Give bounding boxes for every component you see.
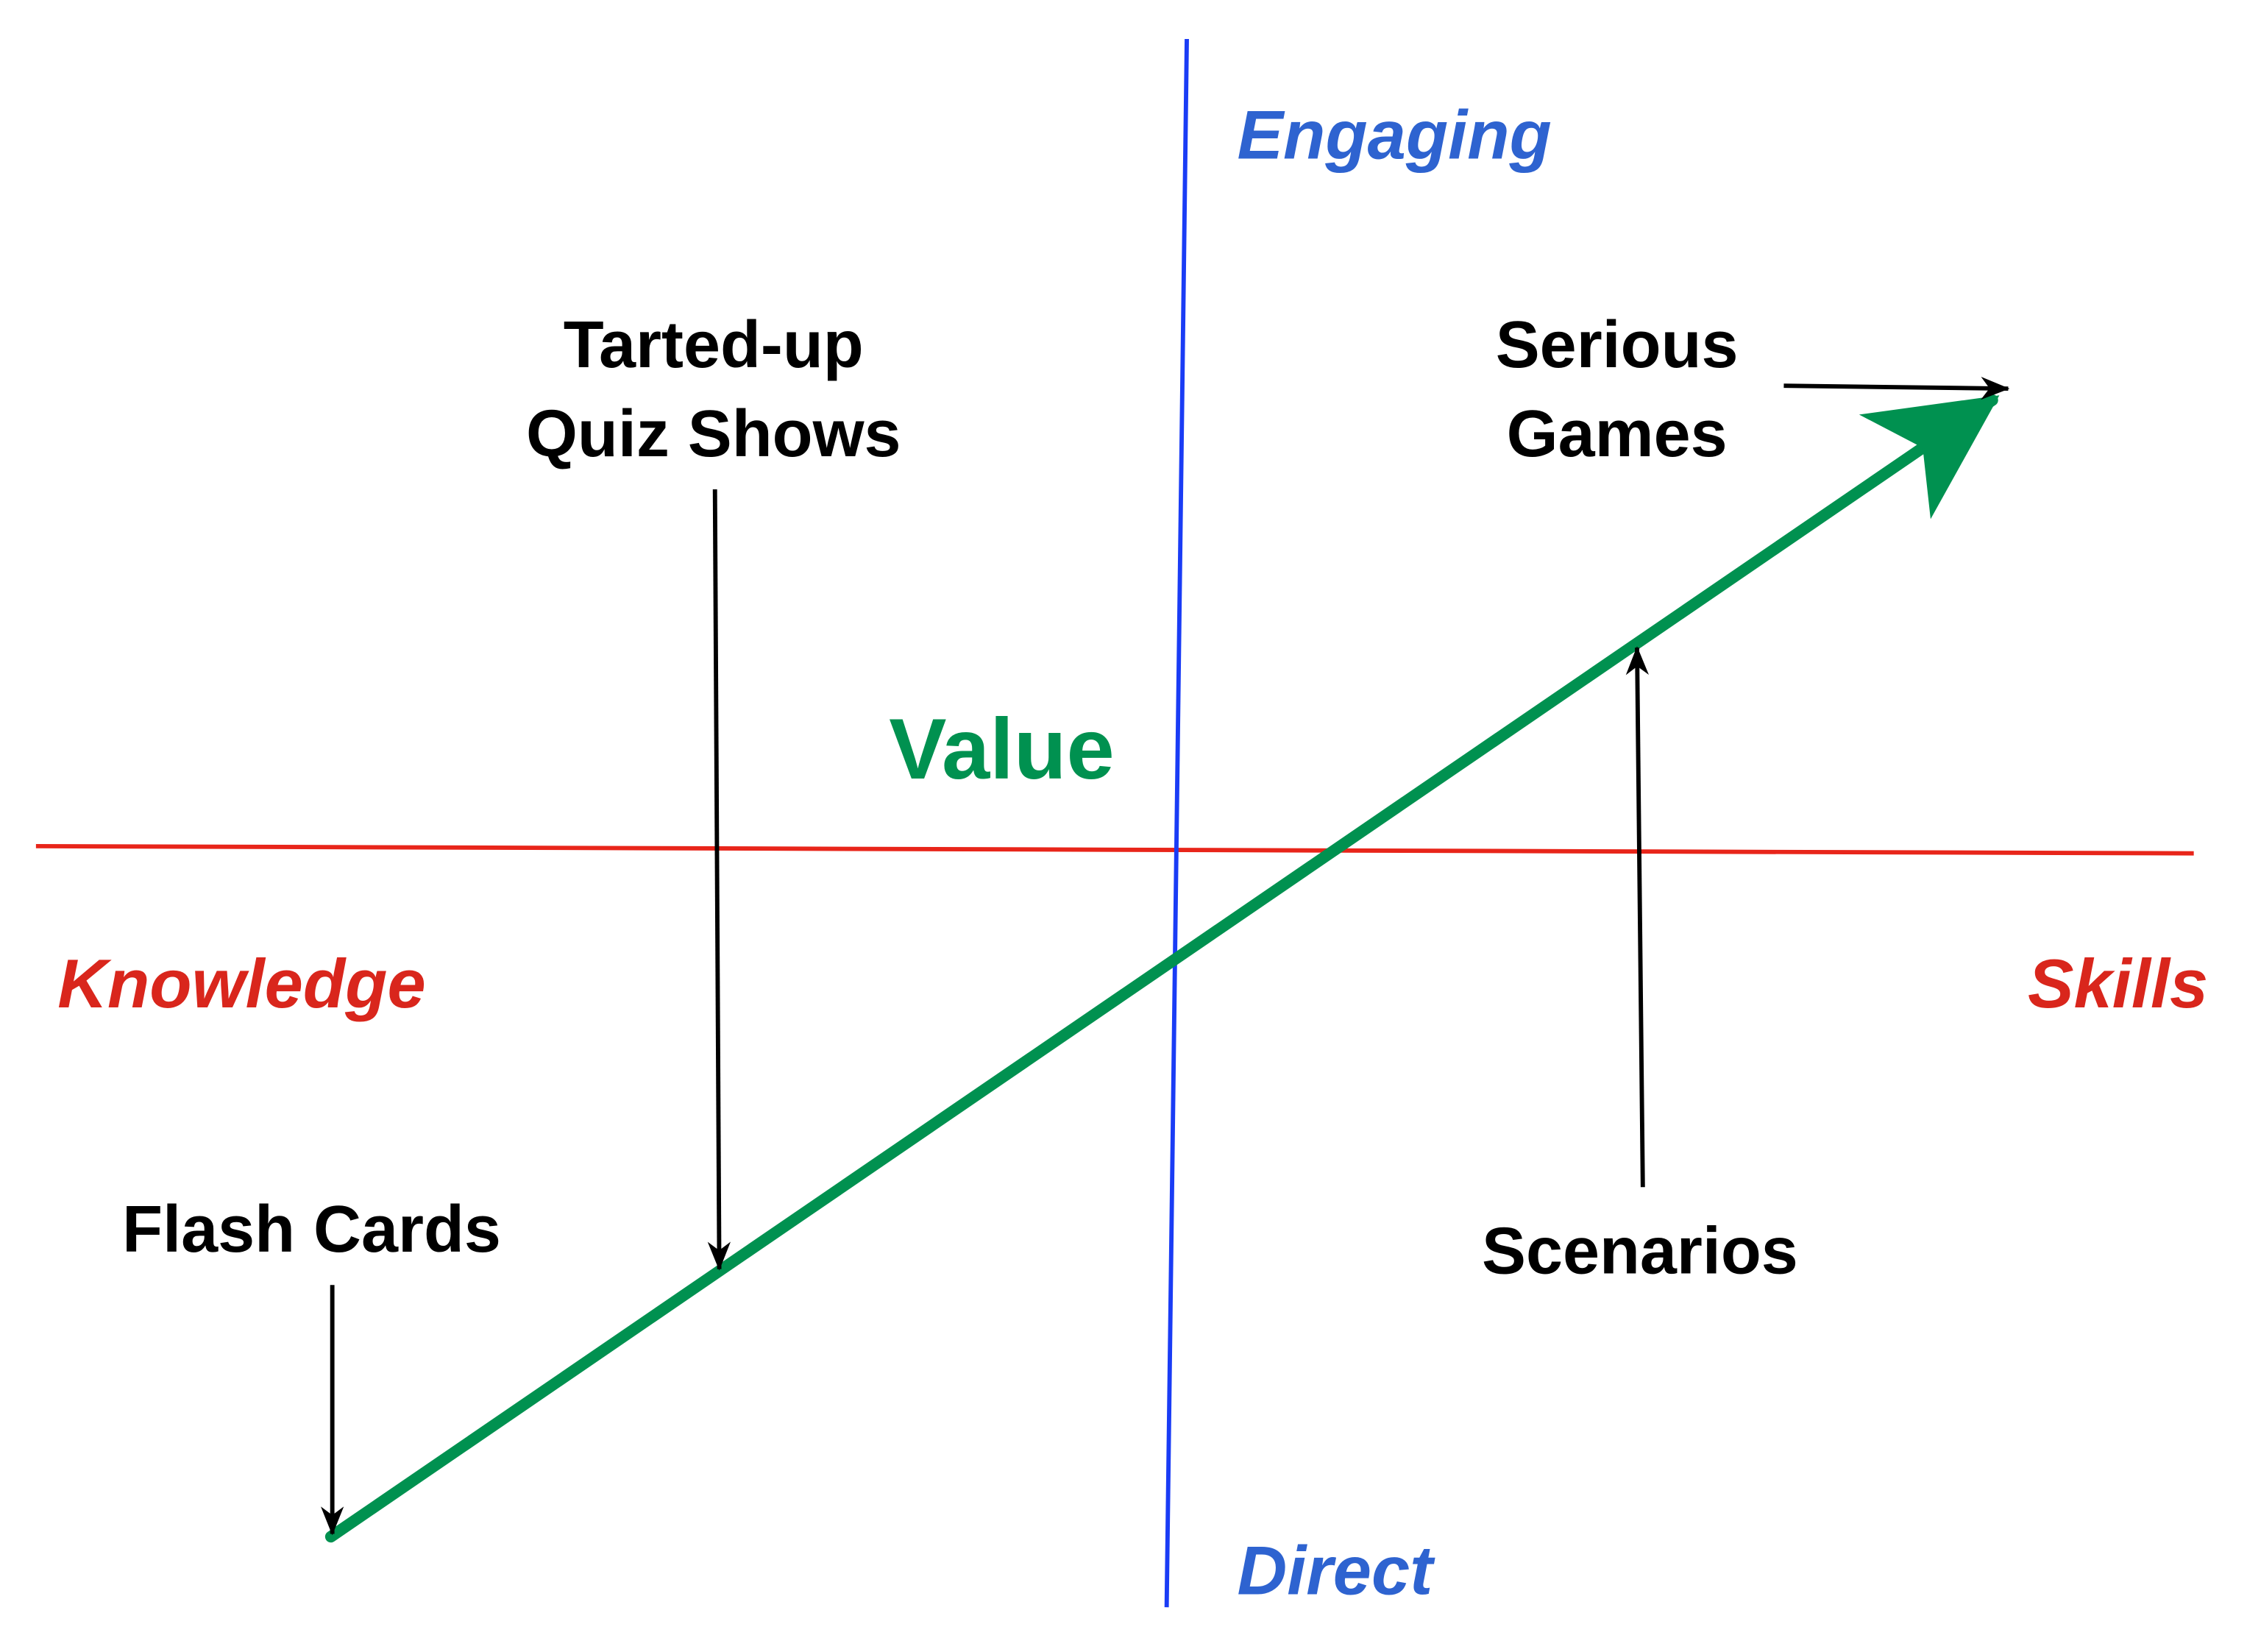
serious-games-pointer — [1783, 377, 2010, 400]
serious-games-label-line2: Games — [1507, 397, 1728, 471]
value-label: Value — [889, 701, 1114, 797]
axis-label-engaging: Engaging — [1237, 96, 1551, 173]
value-arrow — [324, 394, 2000, 1543]
scenarios-label: Scenarios — [1482, 1215, 1798, 1288]
scenarios-pointer — [1625, 646, 1650, 1188]
axis-label-direct: Direct — [1237, 1532, 1435, 1609]
flash-cards-label: Flash Cards — [122, 1193, 501, 1266]
quiz-shows-label-line2: Quiz Shows — [526, 397, 901, 471]
serious-games-label-line1: Serious — [1496, 308, 1739, 382]
quiz-shows-pointer — [707, 489, 731, 1271]
horizontal-axis — [35, 843, 2194, 856]
vertical-axis — [1164, 38, 1189, 1608]
axis-label-skills: Skills — [2028, 945, 2208, 1022]
axis-label-knowledge: Knowledge — [57, 945, 425, 1022]
quiz-shows-label-line1: Tarted-up — [564, 308, 864, 382]
